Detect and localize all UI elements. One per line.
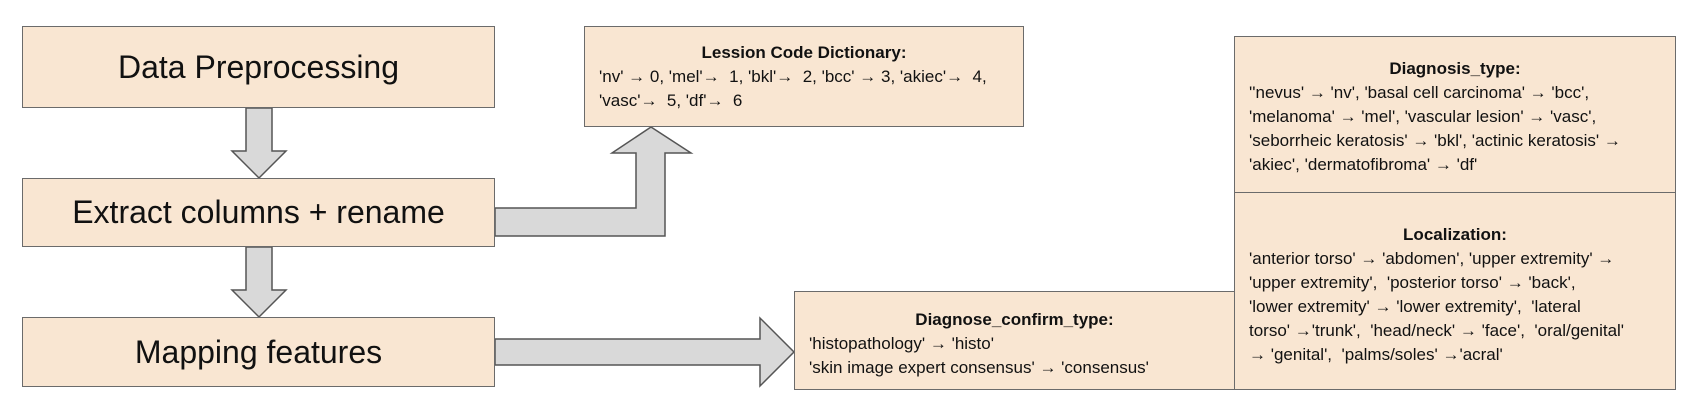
step-label: Data Preprocessing [117, 48, 400, 85]
arrow-extract-to-mapping [230, 246, 288, 319]
step-mapping-features: Mapping features [22, 317, 495, 387]
diagnosis-type-box: Diagnosis_type: ''nevus' → 'nv', 'basal … [1234, 36, 1676, 193]
diagnose-confirm-title: Diagnose_confirm_type: [915, 310, 1114, 329]
step-extract-columns: Extract columns + rename [22, 178, 495, 247]
diagnose-confirm-line: 'skin image expert consensus' → 'consens… [809, 358, 1149, 377]
localization-line: 'anterior torso' → 'abdomen', 'upper ext… [1249, 249, 1615, 268]
diagnosis-type-line: 'seborrheic keratosis' → 'bkl', 'actinic… [1249, 131, 1621, 150]
arrow-mapping-to-diagnose-confirm [494, 316, 796, 388]
lesion-code-line: 'nv' → 0, 'mel'→ 1, 'bkl'→ 2, 'bcc' → 3,… [599, 67, 987, 86]
arrow-preprocess-to-extract [230, 107, 288, 180]
step-label: Mapping features [134, 333, 383, 370]
diagnosis-type-line: ''nevus' → 'nv', 'basal cell carcinoma' … [1249, 83, 1590, 102]
step-label: Extract columns + rename [72, 194, 445, 230]
lesion-code-title: Lession Code Dictionary: [701, 43, 907, 62]
localization-title: Localization: [1403, 225, 1507, 244]
arrow-extract-to-lesion-code [494, 126, 694, 237]
diagnosis-type-line: 'akiec', 'dermatofibroma' → 'df' [1249, 155, 1478, 174]
localization-box: Localization: 'anterior torso' → 'abdome… [1234, 192, 1676, 390]
localization-line: 'lower extremity' → 'lower extremity', '… [1249, 297, 1581, 316]
diagnose-confirm-line: 'histopathology' → 'histo' [809, 334, 994, 353]
diagnosis-type-title: Diagnosis_type: [1389, 59, 1521, 78]
diagnose-confirm-type-box: Diagnose_confirm_type: 'histopathology' … [794, 291, 1235, 390]
localization-line: torso' →'trunk', 'head/neck' → 'face', '… [1249, 321, 1625, 340]
diagnosis-type-line: 'melanoma' → 'mel', 'vascular lesion' → … [1249, 107, 1597, 126]
step-data-preprocessing: Data Preprocessing [22, 26, 495, 108]
lesion-code-dictionary: Lession Code Dictionary: 'nv' → 0, 'mel'… [584, 26, 1024, 127]
localization-line: 'upper extremity', 'posterior torso' → '… [1249, 273, 1576, 292]
localization-line: → 'genital', 'palms/soles' →'acral' [1249, 345, 1503, 364]
lesion-code-line: 'vasc'→ 5, 'df'→ 6 [599, 91, 743, 110]
